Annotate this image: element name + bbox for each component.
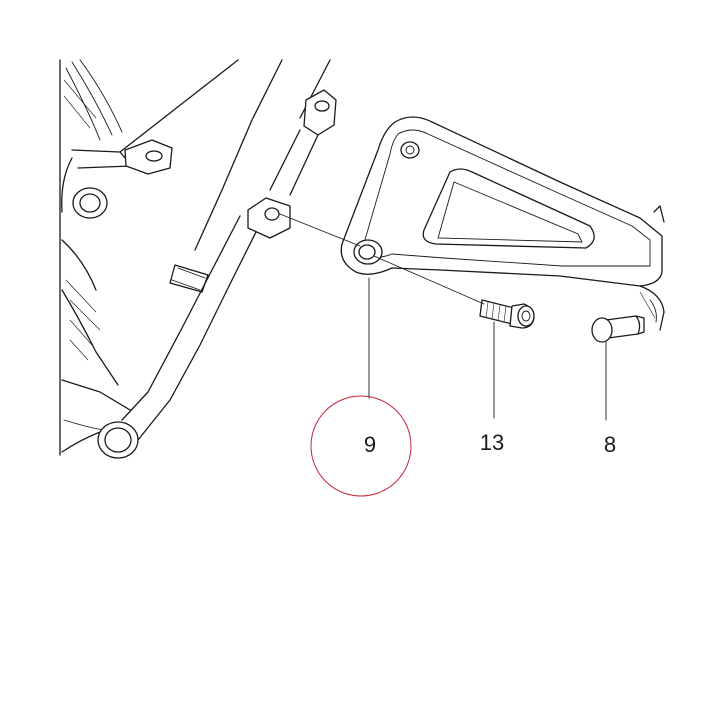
callout-label-9: 9 <box>364 432 376 457</box>
assembly-line-bolt <box>373 255 485 305</box>
callout-label-8: 8 <box>604 432 616 457</box>
bolt <box>479 299 535 329</box>
callout-label-13: 13 <box>480 430 504 455</box>
assembly-line <box>279 213 361 247</box>
motorcycle-frame <box>59 59 337 459</box>
pin <box>591 315 645 343</box>
highlight-circle <box>310 395 412 497</box>
footrest-bracket <box>340 116 665 331</box>
